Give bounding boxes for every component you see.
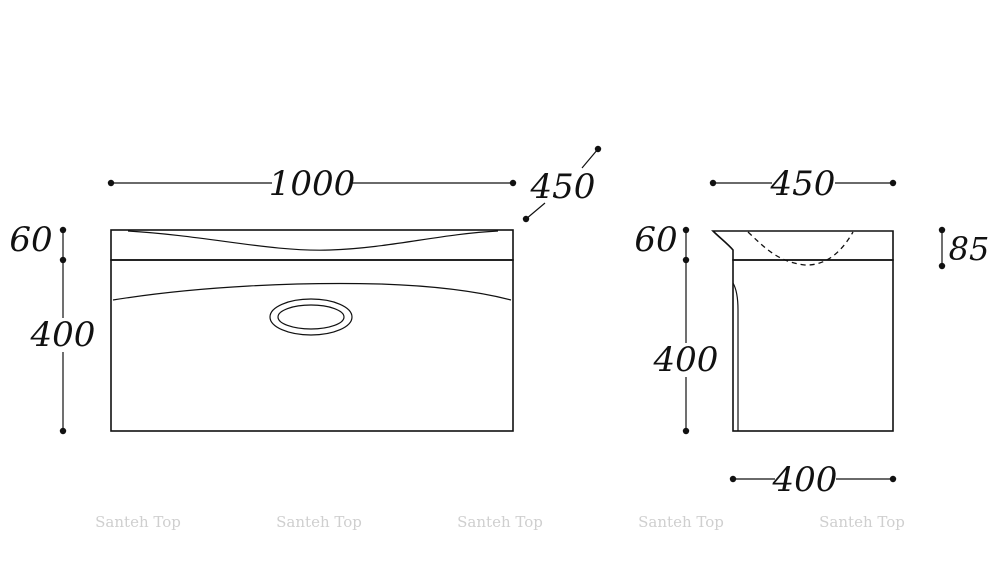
bowl-depth-dot-top — [938, 226, 946, 234]
watermark: Santeh Top — [819, 513, 905, 531]
side-cabinet-body — [732, 259, 894, 432]
front-body-height-label: 400 — [30, 315, 96, 355]
front-drawer-arc — [112, 282, 512, 301]
side-height-dot-bottom — [682, 427, 690, 435]
drawer-handle-outer — [269, 298, 353, 336]
depth-dim-dot-lower — [522, 215, 530, 223]
watermark: Santeh Top — [457, 513, 543, 531]
bowl-depth-dot-bottom — [938, 262, 946, 270]
front-width-label: 1000 — [269, 164, 356, 204]
front-basin-curve — [127, 230, 499, 251]
side-height-dot-mid — [682, 256, 690, 264]
base-width-label: 400 — [772, 460, 838, 500]
watermark: Santeh Top — [638, 513, 724, 531]
drawer-handle-inner — [277, 304, 345, 330]
side-view: 450 60 400 85 400 — [634, 164, 989, 500]
watermarks: Santeh Top Santeh Top Santeh Top Santeh … — [95, 513, 905, 531]
depth-dim-line-lower — [525, 202, 546, 220]
front-height-dot-top — [59, 226, 67, 234]
side-bowl-dashed — [747, 231, 854, 266]
watermark: Santeh Top — [276, 513, 362, 531]
side-width-dot-right — [889, 179, 897, 187]
front-cabinet-body — [110, 259, 514, 432]
front-top-height-label: 60 — [9, 220, 52, 260]
bowl-depth-label: 85 — [949, 230, 990, 268]
side-width-label: 450 — [770, 164, 836, 204]
front-depth-label: 450 — [530, 167, 596, 207]
side-width-dot-left — [709, 179, 717, 187]
watermark: Santeh Top — [95, 513, 181, 531]
side-body-height-label: 400 — [653, 340, 719, 380]
side-countertop — [711, 230, 894, 261]
base-width-dot-right — [889, 475, 897, 483]
side-height-dot-top — [682, 226, 690, 234]
side-door-edge — [732, 282, 739, 431]
front-view: 1000 450 60 400 — [9, 145, 602, 435]
width-dim-dot-right — [509, 179, 517, 187]
depth-dim-line-upper — [581, 148, 599, 169]
depth-dim-dot-upper — [594, 145, 602, 153]
front-height-dot-mid — [59, 256, 67, 264]
side-top-height-label: 60 — [634, 220, 677, 260]
front-height-dot-bottom — [59, 427, 67, 435]
base-width-dot-left — [729, 475, 737, 483]
width-dim-dot-left — [107, 179, 115, 187]
